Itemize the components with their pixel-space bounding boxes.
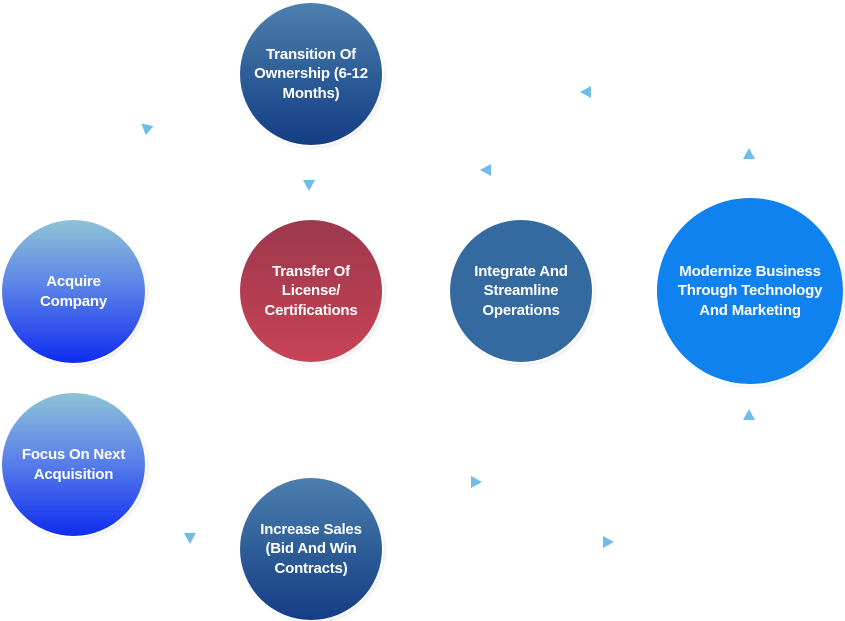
node-label: Increase Sales (Bid And Win Contracts) — [260, 521, 362, 577]
node-label: Modernize Business Through Technology An… — [677, 263, 823, 319]
node-label: Integrate And Streamline Operations — [474, 263, 568, 319]
arrow-up-left-icon — [137, 118, 154, 136]
node-label: Acquire Company — [40, 273, 107, 310]
node-label: Transition Of Ownership (6-12 Months) — [254, 46, 368, 102]
node-integrate-and-streamline: Integrate And Streamline Operations — [450, 220, 592, 362]
node-modernize-business: Modernize Business Through Technology An… — [657, 198, 843, 384]
arrow-up-icon — [743, 409, 755, 420]
arrow-down-icon — [303, 180, 315, 191]
node-transfer-of-license: Transfer Of License/ Certifications — [240, 220, 382, 362]
node-acquire-company: Acquire Company — [2, 220, 145, 363]
node-increase-sales: Increase Sales (Bid And Win Contracts) — [240, 478, 382, 620]
arrow-right-icon — [603, 536, 614, 548]
arrow-right-icon — [471, 476, 482, 488]
arrow-left-icon — [580, 86, 591, 98]
node-label: Transfer Of License/ Certifications — [264, 263, 358, 319]
node-focus-on-next-acquisition: Focus On Next Acquisition — [2, 393, 145, 536]
node-label: Focus On Next Acquisition — [21, 446, 126, 483]
arrow-up-icon — [743, 148, 755, 159]
arrow-down-icon — [184, 533, 196, 544]
node-transition-of-ownership: Transition Of Ownership (6-12 Months) — [240, 3, 382, 145]
arrow-left-icon — [480, 164, 491, 176]
